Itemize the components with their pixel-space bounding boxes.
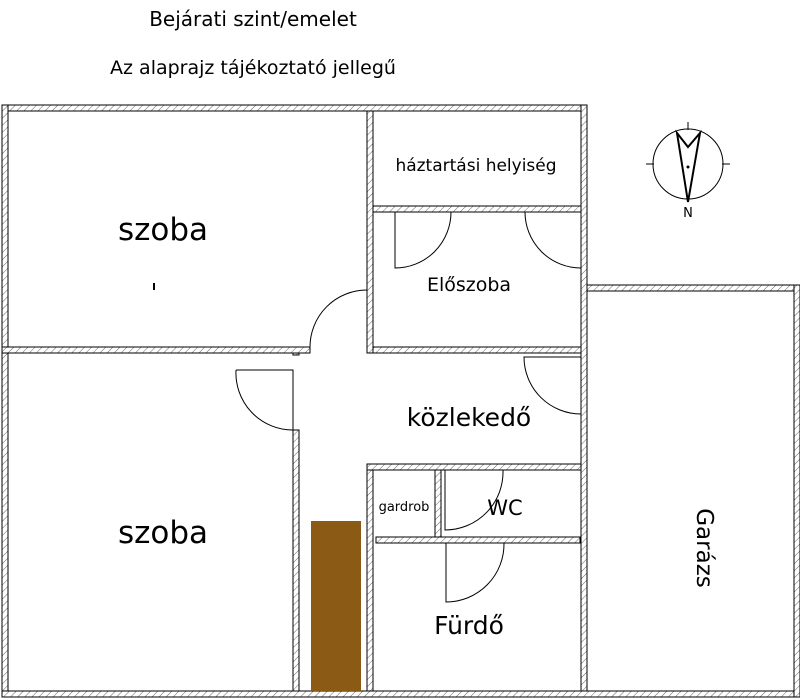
doors [235, 211, 582, 603]
compass-north-label: N [683, 206, 693, 221]
room-label-wc: WC [487, 496, 522, 520]
walls [1, 104, 800, 698]
room-label-hall: Előszoba [427, 274, 511, 296]
room-label-szoba-2: szoba [118, 515, 208, 551]
plan-subtitle: Az alaprajz tájékoztató jellegű [110, 57, 396, 79]
compass-icon: N [646, 122, 730, 221]
room-label-garage: Garázs [691, 508, 717, 588]
plan-title: Bejárati szint/emelet [149, 7, 357, 31]
room-label-corridor: közlekedő [407, 403, 531, 432]
room-label-utility: háztartási helyiség [395, 156, 556, 176]
room-label-szoba-1: szoba [118, 212, 208, 248]
staircase [311, 521, 361, 691]
room-label-bathroom: Fürdő [434, 611, 504, 640]
room-label-wardrobe: gardrob [379, 500, 430, 515]
